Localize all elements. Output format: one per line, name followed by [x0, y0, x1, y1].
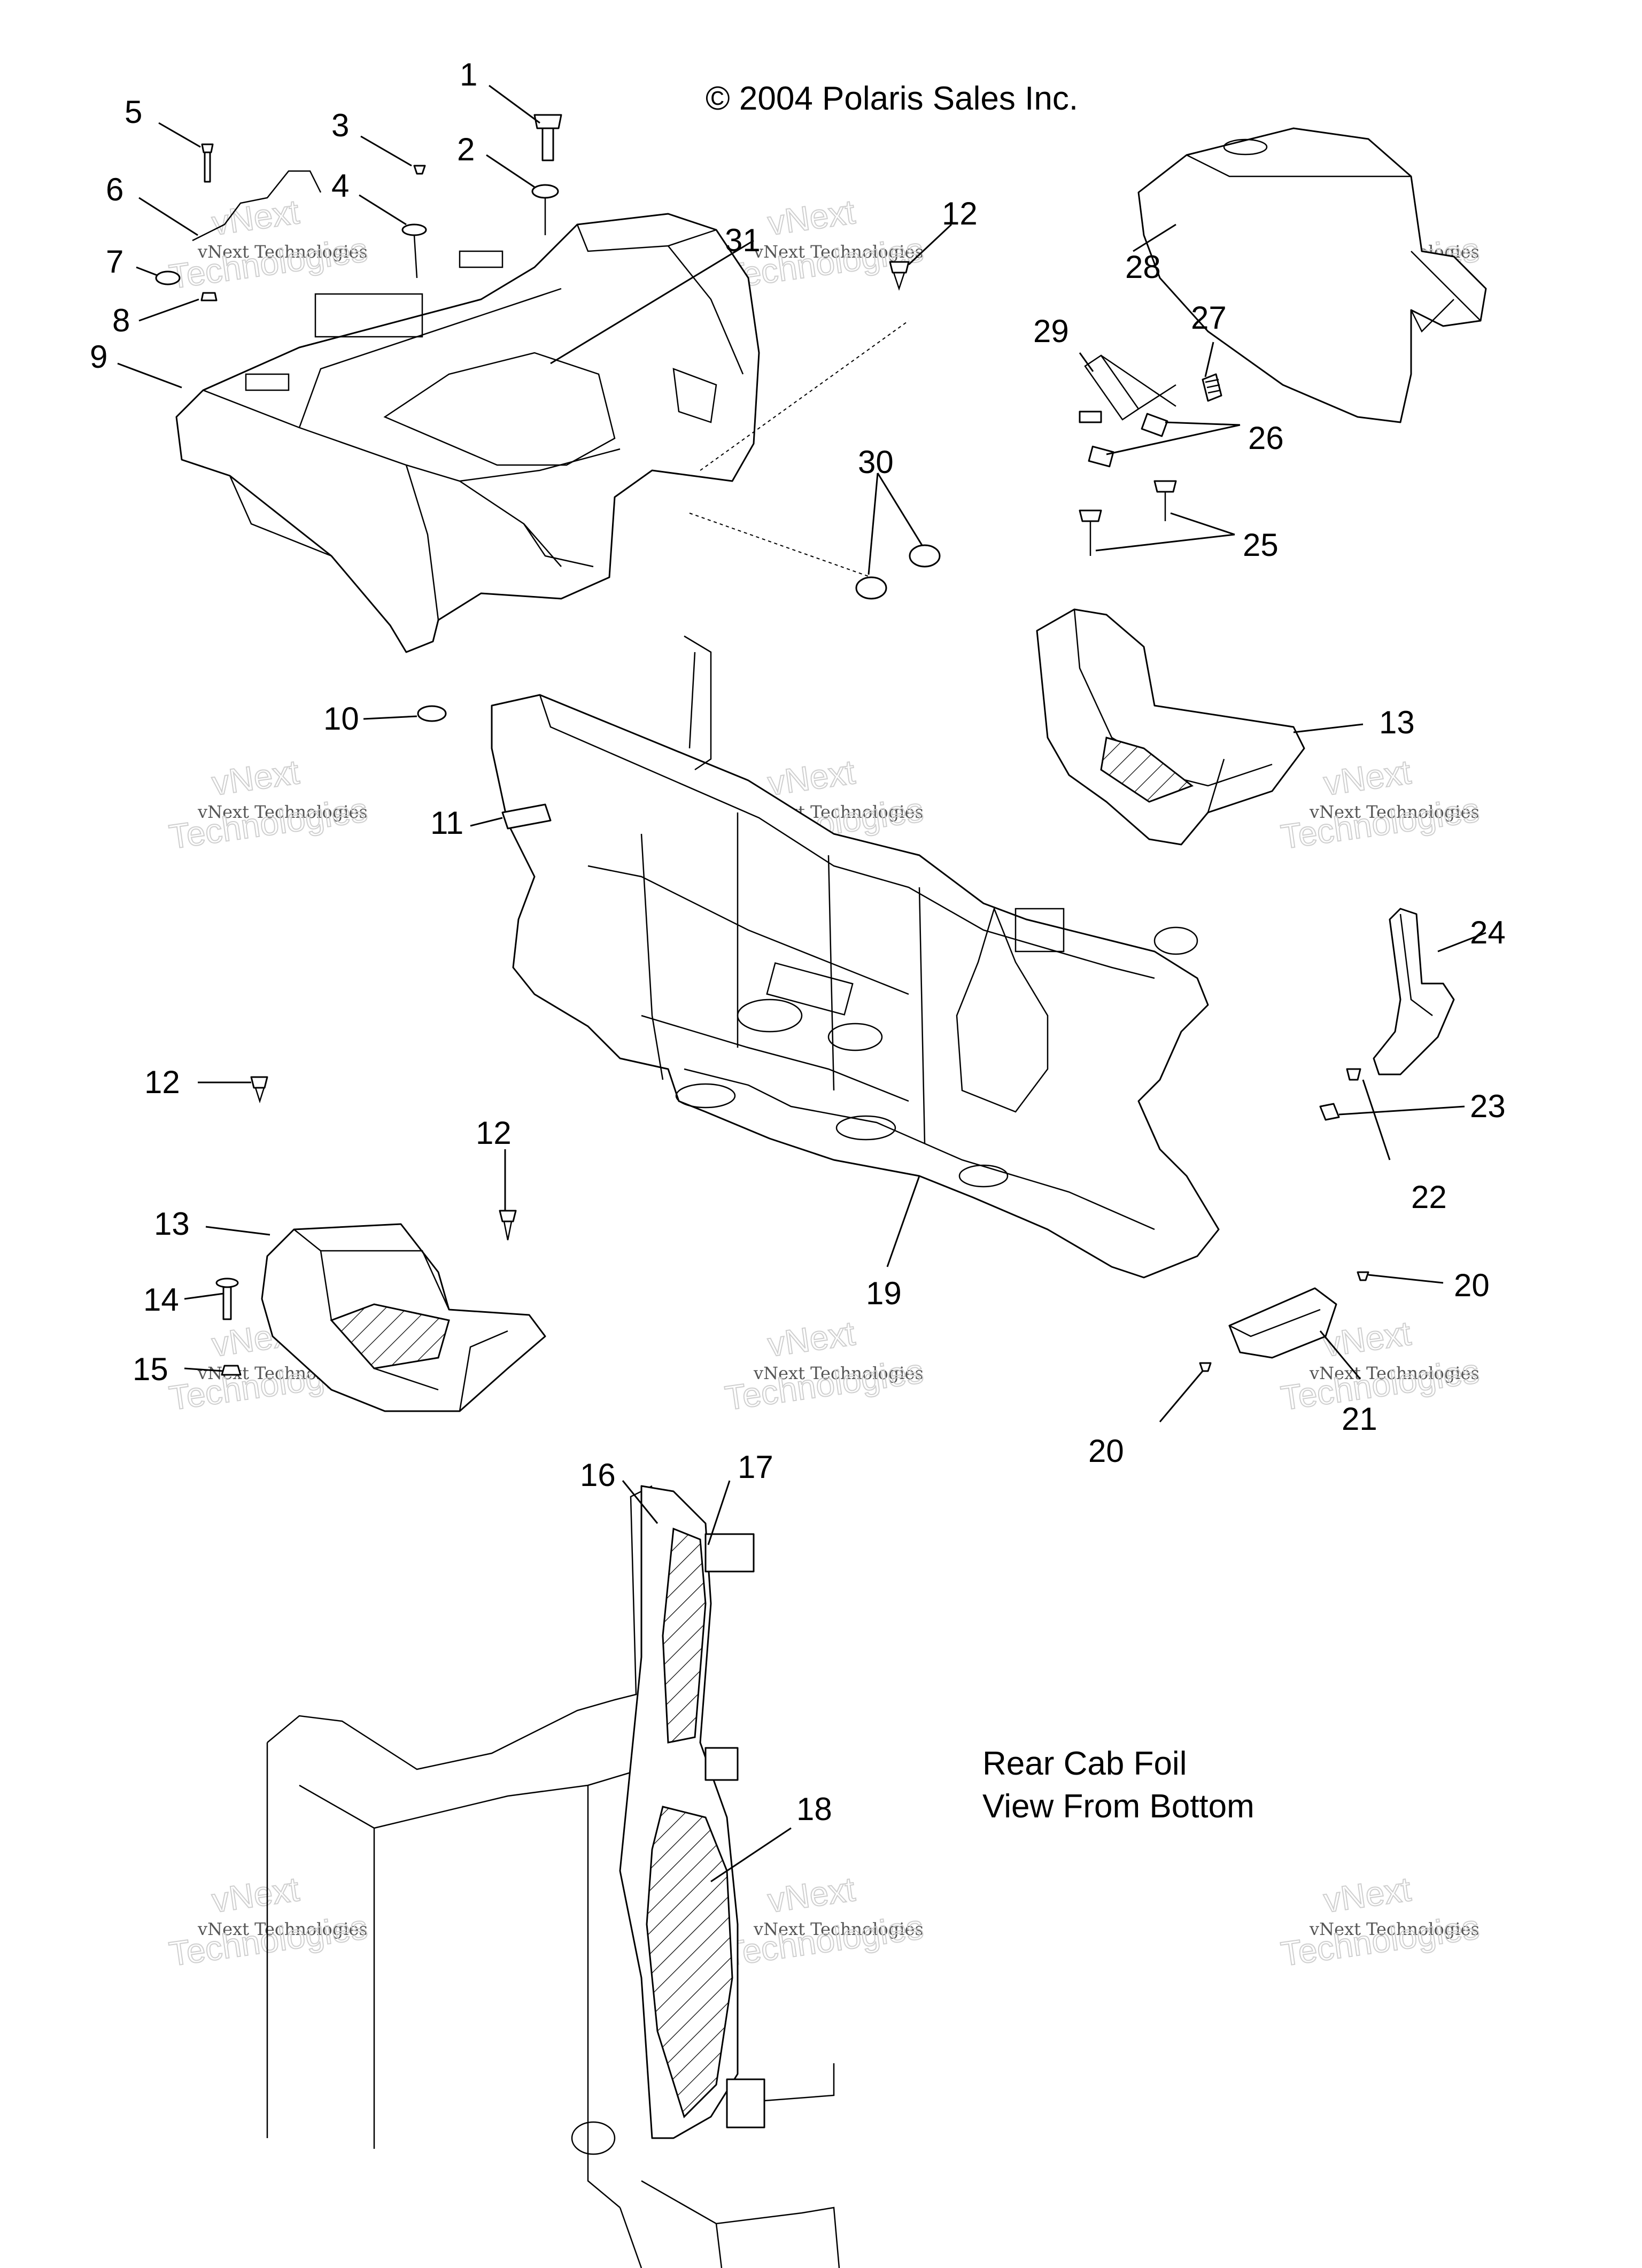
callout-23: 23: [1470, 1088, 1506, 1124]
callout-6: 6: [106, 172, 123, 207]
callout-18: 18: [796, 1791, 832, 1827]
svg-text:Technologies: Technologies: [167, 230, 370, 296]
callout-3: 3: [331, 107, 349, 143]
copyright-notice: © 2004 Polaris Sales Inc.: [706, 80, 1078, 117]
callout-20-left: 20: [1088, 1433, 1124, 1469]
callout-7: 7: [106, 244, 123, 280]
svg-text:Technologies: Technologies: [167, 791, 370, 856]
svg-text:vNext Technologies: vNext Technologies: [753, 1363, 924, 1383]
callout-17: 17: [738, 1449, 773, 1485]
callout-12-left: 12: [144, 1064, 180, 1100]
svg-text:vNext: vNext: [1321, 1314, 1413, 1364]
svg-text:vNext Technologies: vNext Technologies: [1309, 1919, 1480, 1939]
svg-text:Technologies: Technologies: [1279, 1908, 1482, 1973]
svg-text:vNext Technologies: vNext Technologies: [753, 1919, 924, 1939]
callout-16: 16: [580, 1457, 616, 1493]
svg-text:vNext Technologies: vNext Technologies: [197, 242, 368, 262]
svg-text:vNext: vNext: [210, 1870, 301, 1920]
svg-text:Technologies: Technologies: [167, 1908, 370, 1973]
svg-text:Technologies: Technologies: [1279, 1352, 1482, 1418]
svg-text:Technologies: Technologies: [723, 1352, 926, 1418]
callout-30: 30: [858, 444, 894, 480]
callout-20-right: 20: [1454, 1267, 1490, 1303]
leader-lines: [117, 84, 1486, 1883]
latch-parts-drawing: [1079, 354, 1222, 556]
callout-1: 1: [460, 57, 477, 92]
callout-24: 24: [1470, 915, 1506, 950]
svg-text:vNext: vNext: [765, 1314, 857, 1364]
watermark-row2-left: vNext Technologies vNext Technologies: [166, 752, 370, 857]
callout-14: 14: [143, 1282, 179, 1318]
callout-13-left: 13: [154, 1206, 190, 1242]
frame-drawing: [491, 635, 1220, 1279]
callout-10: 10: [323, 701, 359, 737]
svg-text:vNext: vNext: [765, 192, 857, 243]
watermark-row3-center: vNext Technologies vNext Technologies: [722, 1313, 926, 1418]
brace-drawing: [1199, 908, 1455, 1372]
svg-text:vNext: vNext: [210, 753, 301, 803]
callout-25: 25: [1243, 527, 1279, 563]
view-caption: Rear Cab Foil View From Bottom: [982, 1745, 1254, 1825]
callout-13-right: 13: [1379, 705, 1415, 740]
callout-15: 15: [133, 1351, 168, 1387]
callout-12-top: 12: [942, 196, 978, 231]
callout-28: 28: [1125, 249, 1161, 285]
callout-11: 11: [430, 805, 463, 841]
seat-drawing: [1137, 127, 1487, 423]
svg-text:vNext Technologies: vNext Technologies: [1309, 1363, 1480, 1383]
caption-line-1: Rear Cab Foil: [982, 1745, 1187, 1782]
svg-text:vNext Technologies: vNext Technologies: [197, 802, 368, 822]
svg-text:vNext: vNext: [1321, 753, 1413, 803]
svg-text:vNext: vNext: [1321, 1870, 1413, 1920]
watermark-row4-left: vNext Technologies vNext Technologies: [166, 1869, 370, 1974]
svg-text:Technologies: Technologies: [723, 1908, 926, 1973]
footwell-left-drawing: [261, 1223, 546, 1412]
callout-8: 8: [112, 303, 130, 338]
callout-9: 9: [90, 339, 107, 375]
watermark-row4-center: vNext Technologies vNext Technologies: [722, 1869, 926, 1974]
callout-22: 22: [1411, 1179, 1447, 1215]
callout-4: 4: [331, 168, 349, 204]
footwell-right-drawing: [1036, 608, 1305, 846]
hardware-top-drawing: [155, 114, 941, 722]
svg-text:vNext Technologies: vNext Technologies: [197, 1919, 368, 1939]
svg-text:vNext Technologies: vNext Technologies: [1309, 802, 1480, 822]
svg-text:vNext: vNext: [765, 753, 857, 803]
callout-27: 27: [1191, 300, 1227, 336]
svg-text:vNext Technologies: vNext Technologies: [753, 242, 924, 262]
callout-2: 2: [457, 131, 475, 167]
watermark-top-left: vNext Technologies vNext Technologies: [166, 192, 370, 297]
callout-19: 19: [866, 1275, 902, 1311]
cab-foil-view-drawing: [266, 1485, 840, 2268]
watermark-row4-right: vNext Technologies vNext Technologies: [1278, 1869, 1482, 1974]
svg-text:vNext: vNext: [765, 1870, 857, 1920]
caption-line-2: View From Bottom: [982, 1788, 1254, 1825]
callout-26: 26: [1248, 420, 1284, 456]
callout-21: 21: [1342, 1401, 1377, 1437]
callout-labels: 1 2 3 4 5 6 7 8 9 10 11 12 13 24 23 22 2…: [90, 57, 1506, 1827]
rear-cab-drawing: [175, 213, 760, 653]
callout-31: 31: [725, 222, 761, 258]
watermark-row2-right: vNext Technologies vNext Technologies: [1278, 752, 1482, 857]
callout-12-center: 12: [476, 1115, 512, 1151]
callout-29: 29: [1033, 313, 1069, 349]
callout-5: 5: [125, 94, 142, 130]
svg-text:Technologies: Technologies: [1279, 791, 1482, 856]
